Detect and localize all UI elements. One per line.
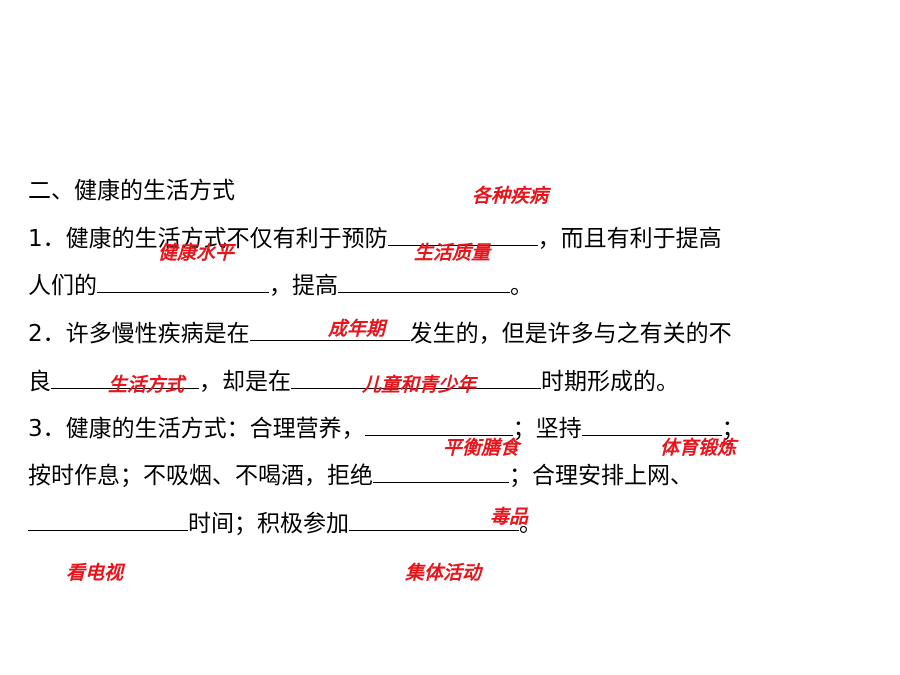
- q2-line1: 2．许多慢性疾病是在 发生的，但是许多与之有关的不: [28, 318, 732, 349]
- q1-line2: 人们的 ，提高 。: [28, 270, 533, 301]
- q3-text-5: ；合理安排上网、: [509, 463, 693, 489]
- q1-text-1: 1．健康的生活方式不仅有利于预防: [28, 226, 388, 252]
- q3-blank-4: [28, 508, 188, 531]
- q3-blank-5: [349, 508, 519, 531]
- answer-exercise: 体育锻炼: [660, 437, 737, 459]
- q1-blank-2: [97, 270, 269, 293]
- answer-group-activity: 集体活动: [405, 562, 482, 584]
- q2-text-5: 时期形成的。: [541, 369, 679, 395]
- q3-blank-2: [581, 413, 722, 436]
- q3-text-6: 时间；积极参加: [188, 511, 349, 537]
- q1-text-2: ，而且有利于提高: [537, 226, 722, 252]
- q3-text-1: 3．健康的生活方式：合理营养，: [28, 416, 365, 442]
- q1-text-3: 人们的: [28, 273, 97, 299]
- q2-blank-3: [291, 366, 541, 389]
- q2-blank-2: [51, 366, 199, 389]
- q1-text-5: 。: [510, 273, 533, 299]
- q3-blank-1: [364, 413, 513, 436]
- answer-health-level: 健康水平: [158, 242, 235, 264]
- q2-blank-1: [249, 318, 410, 341]
- q2-text-3: 良: [28, 369, 51, 395]
- q3-line2: 按时作息；不吸烟、不喝酒，拒绝 ；合理安排上网、: [28, 460, 693, 491]
- answer-drugs: 毒品: [490, 506, 529, 528]
- q1-blank-3: [338, 270, 510, 293]
- q3-line1: 3．健康的生活方式：合理营养， ；坚持 ；: [28, 413, 745, 444]
- q3-text-4: 按时作息；不吸烟、不喝酒，拒绝: [28, 463, 373, 489]
- answer-life-quality: 生活质量: [414, 242, 491, 264]
- q3-text-7: 。: [519, 511, 542, 537]
- q2-line2: 良 ，却是在 时期形成的。: [28, 366, 679, 397]
- q3-line3: 时间；积极参加 。: [28, 508, 542, 539]
- answer-youth: 儿童和青少年: [362, 374, 477, 396]
- answer-tv: 看电视: [66, 562, 124, 584]
- q1-blank-1: [387, 223, 538, 246]
- q1-line1: 1．健康的生活方式不仅有利于预防 ，而且有利于提高: [28, 223, 722, 254]
- answer-lifestyle: 生活方式: [108, 374, 185, 396]
- q3-text-2: ；坚持: [512, 416, 582, 442]
- q2-text-2: 发生的，但是许多与之有关的不: [409, 321, 732, 347]
- answer-adulthood: 成年期: [328, 318, 386, 340]
- q3-blank-3: [373, 460, 509, 483]
- q2-text-4: ，却是在: [199, 369, 291, 395]
- answer-nutrition: 平衡膳食: [443, 437, 520, 459]
- q1-text-4: ，提高: [269, 273, 338, 299]
- section-heading: 二、健康的生活方式: [28, 178, 235, 204]
- answer-diseases: 各种疾病: [472, 185, 549, 207]
- q2-text-1: 2．许多慢性疾病是在: [28, 321, 250, 347]
- q3-text-3: ；: [721, 416, 745, 442]
